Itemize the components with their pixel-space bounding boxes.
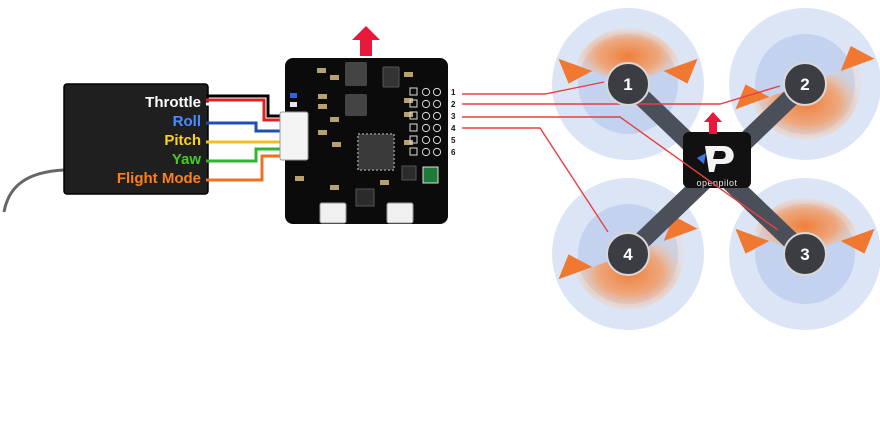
fc-port-right <box>386 202 414 224</box>
output-label-6: 6 <box>451 148 456 157</box>
rotation-arrow-icon <box>735 228 770 254</box>
output-label-3: 3 <box>451 112 456 121</box>
fc-port-left <box>319 202 347 224</box>
motor-number-4: 4 <box>623 245 633 264</box>
motor-hub-2 <box>783 62 827 106</box>
output-pin <box>421 87 431 97</box>
fc-green-component <box>422 166 439 184</box>
quad-frame: openpilot <box>552 8 880 330</box>
fc-chip-1 <box>345 62 367 86</box>
output-pin <box>432 147 442 157</box>
output-pin <box>432 111 442 121</box>
motor-hub-3 <box>783 232 827 276</box>
wire-throttle <box>206 102 282 126</box>
motor-hub-4 <box>606 232 650 276</box>
channel-label-throttle: Throttle <box>145 94 201 111</box>
output-pin-square <box>409 87 418 96</box>
frame-forward-arrow <box>704 112 722 134</box>
fc-output-header: 1 2 3 4 5 6 <box>409 87 456 157</box>
output-label-1: 1 <box>451 88 456 97</box>
receiver-wires <box>206 94 282 182</box>
signal-wires <box>462 81 781 233</box>
motor-number-1: 1 <box>623 75 632 94</box>
fc-mcu <box>357 133 395 171</box>
output-pin <box>432 135 442 145</box>
channel-label-flight-mode: Flight Mode <box>117 170 201 187</box>
output-pin-square <box>409 123 418 132</box>
fc-receiver-port <box>279 111 309 161</box>
rotation-arrow-icon <box>558 58 593 84</box>
output-pin-square <box>409 147 418 156</box>
output-label-5: 5 <box>451 136 456 145</box>
rotation-arrow-icon <box>735 84 770 110</box>
rotation-arrow-icon <box>558 254 593 280</box>
flight-controller: 1 2 3 4 5 6 <box>279 26 456 224</box>
antenna <box>2 168 65 213</box>
motor-number-3: 3 <box>800 245 809 264</box>
output-pin <box>432 123 442 133</box>
output-pin <box>421 135 431 145</box>
fc-chip-2 <box>345 94 367 116</box>
output-pin <box>421 111 431 121</box>
output-pin <box>421 99 431 109</box>
rotation-sweep-1 <box>575 27 681 84</box>
output-pin-square <box>409 135 418 144</box>
output-label-4: 4 <box>451 124 456 133</box>
output-pin <box>432 87 442 97</box>
channel-label-pitch: Pitch <box>164 132 201 149</box>
fc-led <box>290 93 297 98</box>
wire-roll <box>206 121 282 133</box>
channel-label-roll: Roll <box>173 113 201 130</box>
wire-flight-mode <box>206 154 282 182</box>
output-pin <box>421 147 431 157</box>
channel-label-yaw: Yaw <box>172 151 202 168</box>
fc-chip-3 <box>382 66 400 88</box>
motor-number-2: 2 <box>800 75 809 94</box>
frame-brand: openpilot <box>696 178 737 188</box>
wire-yaw <box>206 147 282 163</box>
output-pin <box>421 123 431 133</box>
rotation-arrow-icon <box>663 58 698 84</box>
signal-wire-3 <box>462 116 779 231</box>
signal-wire-2 <box>462 85 781 105</box>
output-pin <box>432 99 442 109</box>
wire-ground <box>206 94 282 118</box>
rotation-arrow-icon <box>840 46 875 72</box>
openpilot-logo <box>705 146 734 172</box>
receiver: Throttle Roll Pitch Yaw Flight Mode <box>63 83 209 195</box>
signal-wire-1 <box>462 81 605 95</box>
fc-forward-arrow <box>352 26 380 56</box>
signal-wire-4 <box>462 127 609 233</box>
output-pin-square <box>409 99 418 108</box>
receiver-body <box>63 83 209 195</box>
output-pin-square <box>409 111 418 120</box>
rotation-arrow-icon <box>840 228 875 254</box>
wire-power <box>206 98 282 122</box>
output-label-2: 2 <box>451 100 456 109</box>
motor-hub-1 <box>606 62 650 106</box>
